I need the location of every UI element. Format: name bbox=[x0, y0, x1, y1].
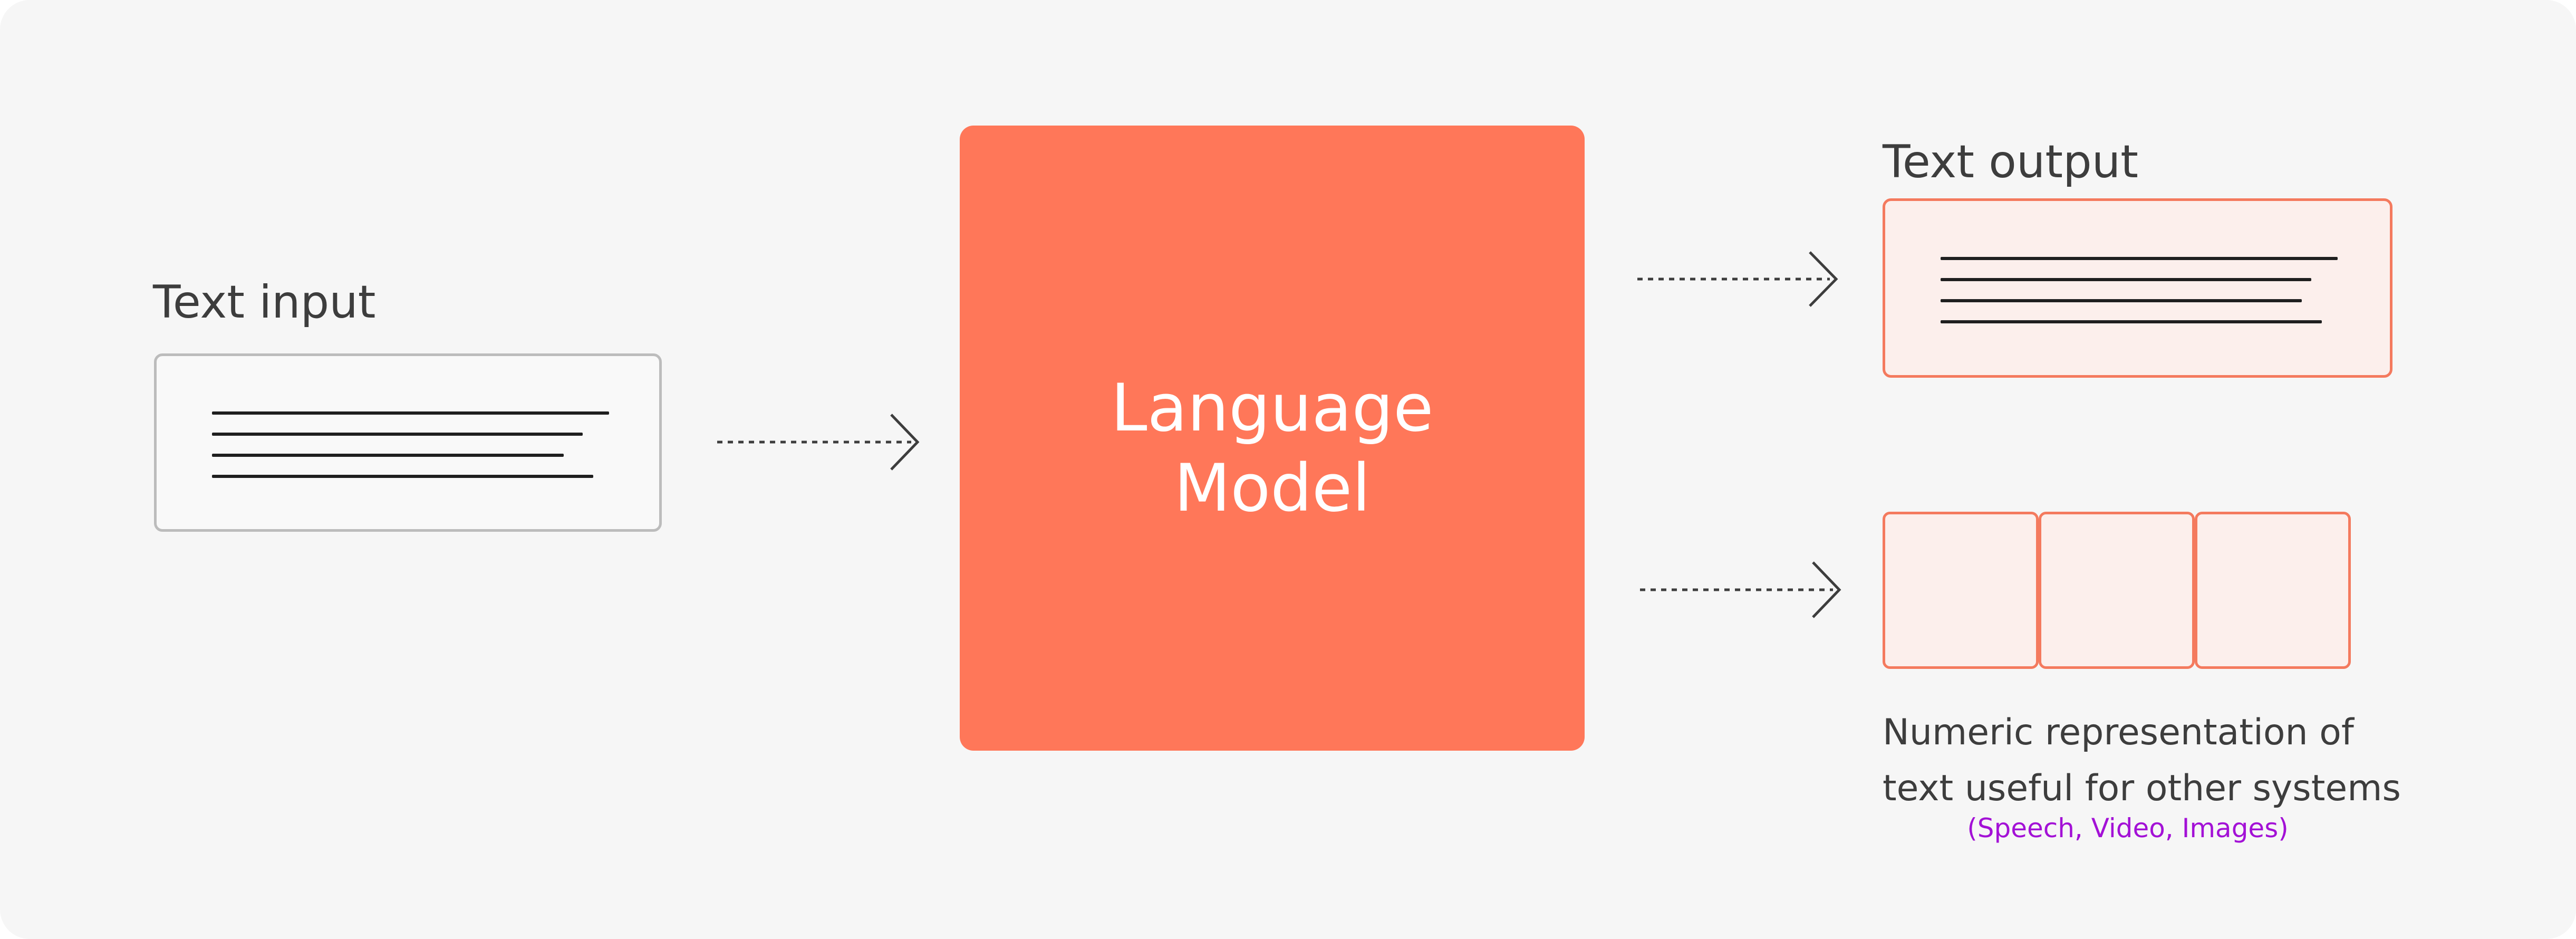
embedding-caption: Numeric representation of text useful fo… bbox=[1883, 705, 2401, 817]
arrow-model-to-text-output-icon bbox=[1637, 251, 1838, 307]
embedding-cell bbox=[2195, 512, 2351, 669]
text-line bbox=[1941, 257, 2338, 260]
language-model-title: Language Model bbox=[960, 368, 1585, 529]
embedding-cell bbox=[1883, 512, 2039, 669]
embedding-caption-line-2: text useful for other systems bbox=[1883, 768, 2401, 809]
text-line bbox=[1941, 299, 2302, 302]
text-line bbox=[1941, 320, 2322, 323]
embedding-note: (Speech, Video, Images) bbox=[1967, 813, 2289, 844]
language-model-title-line-1: Language bbox=[1111, 370, 1434, 446]
language-model-box: Language Model bbox=[960, 126, 1585, 751]
arrow-model-to-embedding-icon bbox=[1640, 561, 1841, 618]
language-model-title-line-2: Model bbox=[1174, 451, 1371, 526]
text-line bbox=[212, 475, 593, 478]
text-line bbox=[212, 433, 583, 436]
text-output-label: Text output bbox=[1883, 136, 2138, 188]
text-input-box bbox=[154, 353, 662, 532]
text-line bbox=[212, 454, 564, 457]
embedding-cell bbox=[2039, 512, 2195, 669]
text-output-box bbox=[1883, 198, 2392, 378]
text-line bbox=[212, 411, 609, 415]
arrow-input-to-model-icon bbox=[717, 414, 920, 471]
embedding-caption-line-1: Numeric representation of bbox=[1883, 712, 2354, 753]
text-line bbox=[1941, 278, 2311, 281]
text-input-label: Text input bbox=[153, 276, 376, 329]
